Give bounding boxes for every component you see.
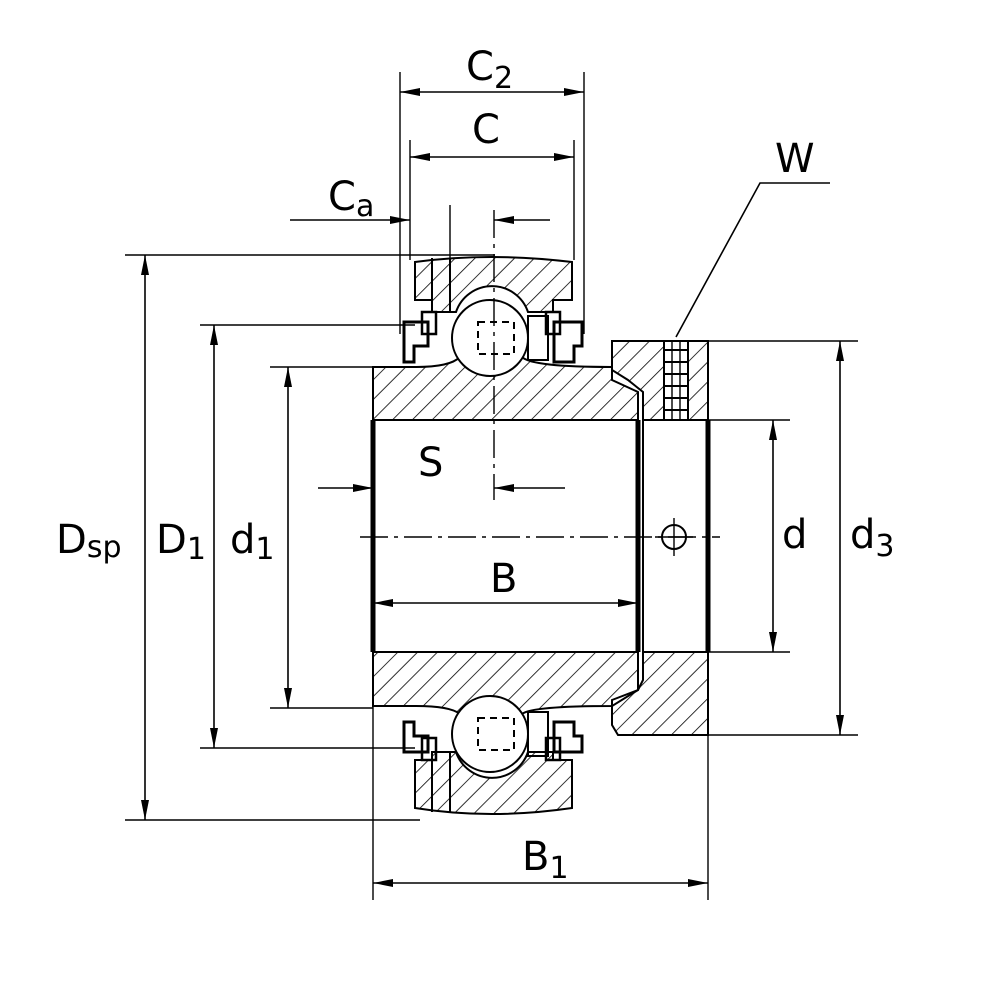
label-w: W bbox=[775, 136, 815, 182]
balls bbox=[451, 299, 549, 773]
bore bbox=[370, 419, 711, 653]
label-c2: C2 bbox=[466, 44, 513, 96]
label-s: S bbox=[418, 440, 443, 486]
locking-collar-upper bbox=[611, 340, 709, 421]
locking-collar-lower bbox=[611, 651, 709, 736]
label-dsp: Dsp bbox=[56, 517, 122, 565]
label-ca: Ca bbox=[328, 174, 374, 224]
dimension-lines bbox=[141, 88, 844, 887]
leader-w bbox=[675, 182, 830, 338]
label-b1: B1 bbox=[522, 834, 569, 886]
label-b: B bbox=[490, 556, 517, 602]
outer-ring-upper bbox=[414, 256, 573, 313]
seals bbox=[402, 310, 584, 762]
label-d: d bbox=[782, 512, 807, 558]
label-d3: d3 bbox=[850, 512, 894, 564]
label-d1-lower: d1 bbox=[230, 517, 274, 567]
center-lines bbox=[360, 210, 720, 538]
label-d1-upper: D1 bbox=[156, 517, 206, 567]
set-screw bbox=[663, 340, 689, 421]
label-c: C bbox=[472, 107, 500, 153]
outer-ring-lower bbox=[414, 751, 573, 815]
extension-lines bbox=[125, 72, 858, 900]
